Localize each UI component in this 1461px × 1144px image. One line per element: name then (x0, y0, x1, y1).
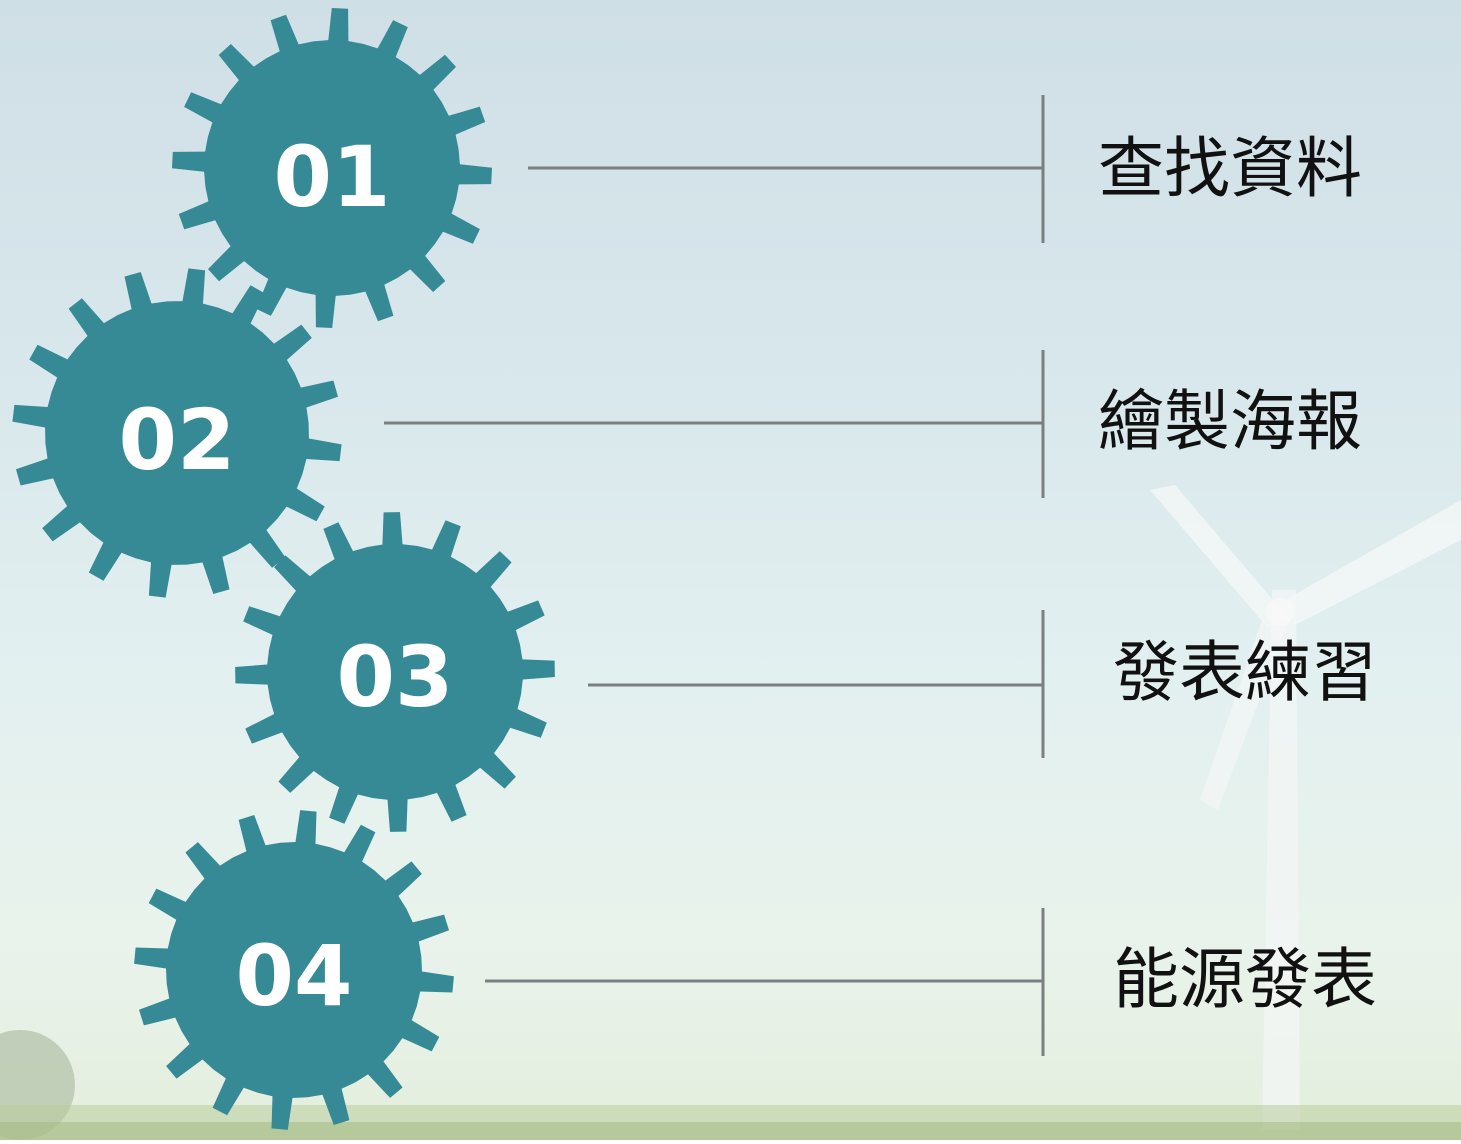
step-number: 04 (236, 927, 353, 1025)
gear-icon (172, 8, 492, 328)
wind-turbine-blade (1150, 485, 1290, 628)
gear-icon (235, 512, 555, 832)
gear-icon (12, 268, 342, 598)
wind-turbine-hub (1266, 598, 1294, 626)
step-label-03: 發表練習 (1113, 634, 1377, 711)
wind-turbine-tower (1262, 590, 1300, 1130)
wind-turbine-blade (1200, 618, 1290, 810)
step-label-02: 繪製海報 (1098, 383, 1362, 460)
step-number: 01 (274, 128, 391, 226)
step-number: 02 (119, 391, 236, 489)
wind-turbine-blade (1285, 500, 1461, 625)
gear-icon (134, 810, 454, 1130)
gear-step-03: 03 (235, 512, 555, 832)
gear-step-01: 01 (172, 8, 492, 328)
step-label-04: 能源發表 (1113, 941, 1377, 1018)
step-label-01: 查找資料 (1098, 130, 1362, 207)
connectors (384, 95, 1045, 1056)
gear-step-02: 02 (12, 268, 342, 598)
step-number: 03 (337, 628, 454, 726)
gear-step-04: 04 (134, 810, 454, 1130)
